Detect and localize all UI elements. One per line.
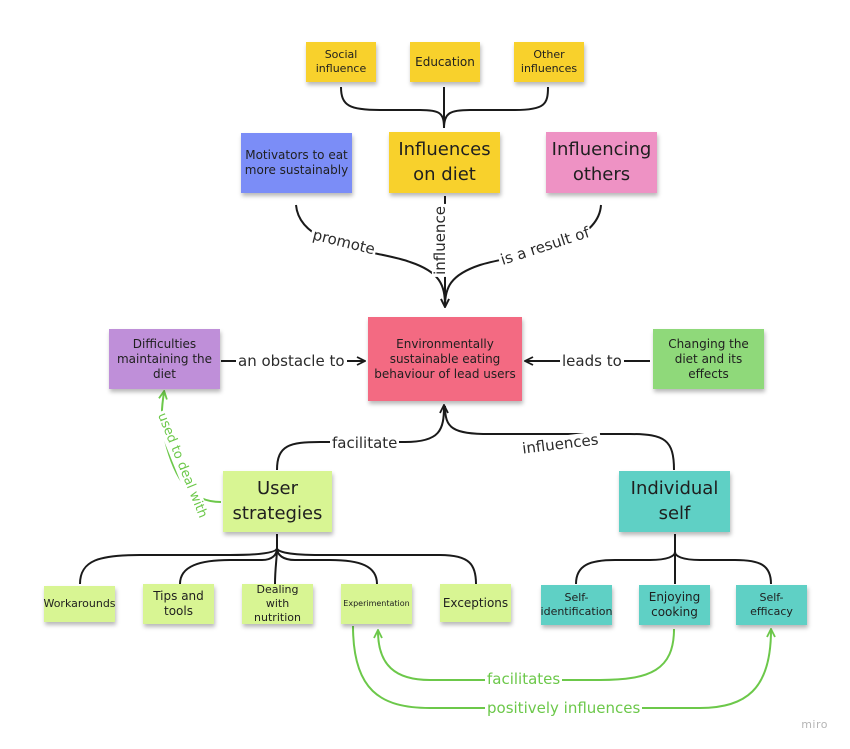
note-individual-self[interactable]: Individual self bbox=[619, 471, 730, 532]
note-dealing-nutrition[interactable]: Dealing with nutrition bbox=[242, 583, 313, 624]
label-influence: influence bbox=[430, 204, 449, 277]
note-tips-tools[interactable]: Tips and tools bbox=[143, 584, 214, 624]
note-changing-diet[interactable]: Changing the diet and its effects bbox=[653, 329, 764, 389]
note-central[interactable]: Environmentally sustainable eating behav… bbox=[368, 317, 522, 401]
bracket-influences bbox=[340, 86, 549, 129]
note-user-strategies[interactable]: User strategies bbox=[223, 471, 332, 532]
arrow-positively-influences bbox=[352, 625, 771, 709]
label-obstacle: an obstacle to bbox=[236, 352, 347, 370]
bracket-self bbox=[575, 534, 772, 585]
label-leads-to: leads to bbox=[560, 352, 624, 370]
note-influences-on-diet[interactable]: Influences on diet bbox=[389, 132, 500, 193]
arrow-facilitates bbox=[378, 629, 675, 681]
note-experimentation[interactable]: Experimentation bbox=[341, 584, 412, 624]
note-other-influences[interactable]: Other influences bbox=[514, 42, 584, 82]
note-influencing-others[interactable]: Influencing others bbox=[546, 132, 657, 193]
label-facilitate: facilitate bbox=[330, 434, 400, 452]
note-self-identification[interactable]: Self-identification bbox=[541, 585, 612, 625]
note-education[interactable]: Education bbox=[410, 42, 480, 82]
note-difficulties[interactable]: Difficulties maintaining the diet bbox=[109, 329, 220, 389]
note-self-efficacy[interactable]: Self-efficacy bbox=[736, 585, 807, 625]
label-facilitates: facilitates bbox=[485, 670, 563, 688]
note-enjoying-cooking[interactable]: Enjoying cooking bbox=[639, 585, 710, 625]
miro-watermark: miro bbox=[801, 718, 828, 731]
note-exceptions[interactable]: Exceptions bbox=[440, 584, 511, 622]
note-workarounds[interactable]: Workarounds bbox=[43, 586, 116, 622]
bracket-strategies bbox=[79, 534, 477, 585]
note-social-influence[interactable]: Social influence bbox=[306, 42, 376, 82]
label-positively-influences: positively influences bbox=[485, 699, 643, 717]
note-motivators[interactable]: Motivators to eat more sustainably bbox=[241, 133, 352, 193]
